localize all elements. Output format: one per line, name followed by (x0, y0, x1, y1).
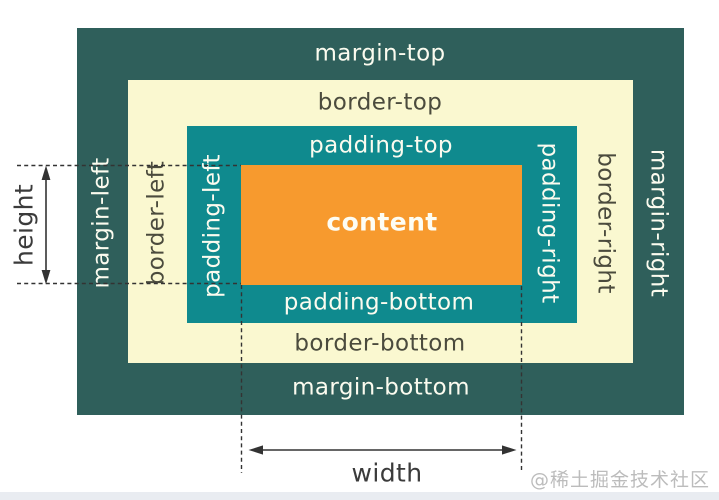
border-left-label: border-left (143, 160, 170, 286)
content-area (241, 165, 522, 285)
width-label: width (351, 458, 423, 488)
border-right-label: border-right (592, 152, 619, 294)
arrow-right-icon (502, 445, 517, 455)
arrow-down-icon (41, 270, 51, 285)
padding-bottom-label: padding-bottom (283, 289, 475, 316)
arrow-up-icon (41, 165, 51, 180)
height-arrow (41, 165, 51, 285)
padding-left-label: padding-left (199, 154, 226, 298)
padding-top-label: padding-top (309, 132, 453, 159)
content-label: content (326, 207, 438, 237)
arrow-left-icon (248, 445, 263, 455)
margin-right-label: margin-right (645, 148, 672, 298)
footer-band (0, 492, 719, 500)
border-top-label: border-top (317, 89, 443, 116)
margin-top-label: margin-top (314, 40, 446, 67)
width-arrow (248, 445, 517, 455)
margin-bottom-label: margin-bottom (292, 374, 470, 401)
margin-left-label: margin-left (88, 157, 115, 289)
padding-right-label: padding-right (536, 142, 563, 304)
height-label: height (9, 183, 39, 267)
watermark: @稀土掘金技术社区 (529, 469, 710, 491)
border-bottom-label: border-bottom (294, 330, 466, 357)
